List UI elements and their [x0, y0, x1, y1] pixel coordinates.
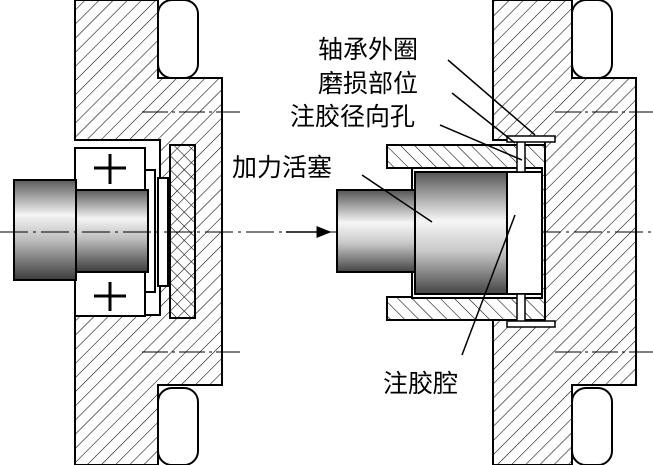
left-shaft-step — [75, 189, 149, 273]
radial-injection-hole-bottom — [516, 293, 526, 325]
left-housing-upper — [74, 0, 223, 465]
leader-wear-location — [451, 92, 516, 144]
leader-radial-injection-hole — [439, 124, 523, 161]
right-assembly — [336, 0, 653, 465]
bearing-ball-mark-top — [94, 154, 126, 184]
leader-bearing-outer-ring — [447, 59, 536, 136]
force-piston-body — [414, 171, 508, 295]
wear-area-top — [506, 135, 556, 143]
wear-area-bottom — [506, 320, 556, 328]
radial-injection-hole-top — [516, 139, 526, 173]
leader-injection-cavity — [461, 214, 516, 356]
injection-cavity-region — [506, 171, 543, 295]
bearing-ball-mark-bottom — [94, 282, 126, 311]
right-housing-notch-bottom — [571, 387, 613, 465]
leader-force-piston — [361, 174, 433, 223]
label-wear-location: 磨损部位 — [318, 69, 418, 98]
label-bearing-outer-ring: 轴承外圈 — [318, 35, 418, 64]
left-housing-notch-bottom — [157, 387, 199, 465]
piston-rod — [336, 189, 420, 273]
left-housing-notch-top — [157, 0, 199, 79]
left-shaft — [13, 179, 77, 281]
right-housing-notch-top — [571, 0, 613, 79]
label-force-piston: 加力活塞 — [232, 153, 332, 182]
label-injection-cavity: 注胶腔 — [383, 369, 458, 398]
label-radial-injection-hole: 注胶径向孔 — [290, 102, 415, 131]
